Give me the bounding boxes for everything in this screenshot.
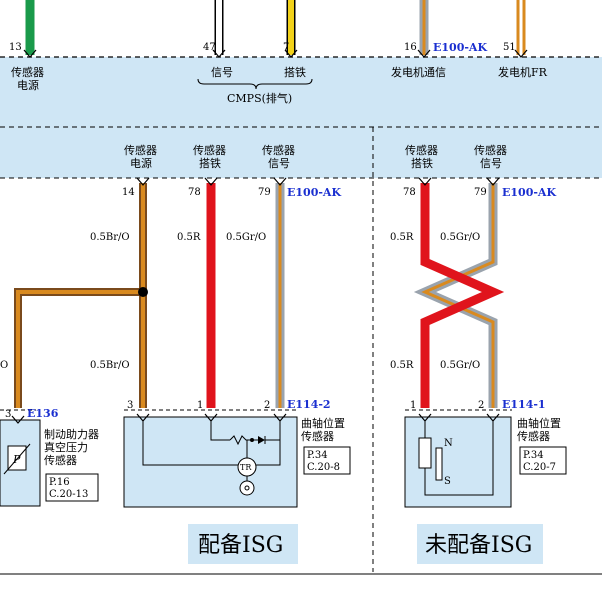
crank-a-name-2: 传感器 [301, 430, 334, 443]
pin-79-b: 79 [474, 187, 487, 198]
wire-r-b-bottom: 0.5R [390, 360, 414, 371]
wires-without-isg [413, 177, 505, 408]
ecu-band [0, 57, 602, 178]
pin-13: 13 [9, 42, 22, 53]
pin-51: 51 [503, 42, 516, 53]
wire-r-a-top: 0.5R [177, 232, 201, 243]
wire-gr-o-b-bottom: 0.5Gr/O [440, 360, 480, 371]
brake-sensor-box: P [0, 409, 41, 507]
conn-e114-1: E114-1 [502, 398, 546, 411]
label-sensor-power-top-2: 电源 [17, 78, 39, 92]
mid-sensor-signal-a-2: 信号 [268, 157, 290, 170]
wire-br-o-a-top: 0.5Br/O [90, 232, 130, 243]
crank-b-name-2: 传感器 [517, 430, 550, 443]
mid-sensor-signal-b-1: 传感器 [474, 144, 507, 157]
crank-b-ref-conn: C.20-7 [523, 462, 556, 473]
mid-sensor-power-1: 传感器 [124, 144, 157, 157]
crank-b-name-1: 曲轴位置 [517, 416, 561, 430]
label-gen-fr: 发电机FR [498, 65, 548, 79]
wires-with-isg [14, 177, 287, 408]
crank-a-ref-box [303, 446, 351, 475]
crank-b-pin-1: 1 [410, 400, 416, 411]
pin-78-a: 78 [188, 187, 201, 198]
mid-sensor-power-2: 电源 [130, 156, 152, 170]
brake-pin-3: 3 [5, 409, 11, 420]
conn-e100-ak-b: E100-AK [502, 186, 556, 199]
cmps-brace [197, 78, 313, 90]
brake-name-1: 制动助力器 [44, 427, 99, 441]
brake-name-2: 真空压力 [44, 440, 88, 454]
mid-sensor-ground-b-1: 传感器 [405, 144, 438, 157]
crank-a-pin-3: 3 [127, 400, 133, 411]
pin-47: 47 [203, 42, 216, 53]
brake-ref-box [45, 473, 99, 502]
mid-sensor-ground-a-1: 传感器 [193, 144, 226, 157]
wire-gr-o-b-top: 0.5Gr/O [440, 232, 480, 243]
with-isg-label: 配备ISG [198, 533, 283, 558]
crank-sensor-b-box [404, 409, 512, 508]
top-wires [23, 0, 528, 58]
label-gen-comm: 发电机通信 [391, 65, 446, 79]
crank-a-pin-1: 1 [197, 400, 203, 411]
crank-a-name-1: 曲轴位置 [301, 416, 345, 430]
without-isg-label-bg [417, 524, 543, 564]
mid-sensor-signal-a-1: 传感器 [262, 144, 295, 157]
pin-79-a: 79 [258, 187, 271, 198]
label-sensor-power-top-1: 传感器 [11, 66, 44, 79]
crank-a-ref-conn: C.20-8 [307, 462, 340, 473]
conn-e100-ak-a: E100-AK [287, 186, 341, 199]
label-ground-top: 搭铁 [284, 66, 306, 79]
brake-ref-conn: C.20-13 [49, 489, 88, 500]
mid-sensor-ground-b-2: 搭铁 [411, 157, 433, 170]
crank-sensor-a-box [123, 409, 298, 508]
mid-sensor-ground-a-2: 搭铁 [199, 157, 221, 170]
tr-label: TR [240, 463, 252, 472]
mid-sensor-signal-b-2: 信号 [480, 157, 502, 170]
conn-e100-ak-top: E100-AK [433, 41, 487, 54]
pin-78-b: 78 [403, 187, 416, 198]
crank-b-pin-2: 2 [478, 400, 484, 411]
wire-r-b-top: 0.5R [390, 232, 414, 243]
with-isg-label-bg [188, 524, 298, 564]
crank-a-pin-2: 2 [264, 400, 270, 411]
cmps-label: CMPS(排气) [227, 91, 292, 105]
pin-16: 16 [404, 42, 417, 53]
label-signal-top: 信号 [211, 66, 233, 79]
conn-e114-2: E114-2 [287, 398, 331, 411]
wire-o-cut: O [0, 360, 8, 371]
pin-14: 14 [122, 187, 135, 198]
magnet-s: S [444, 476, 451, 487]
wire-br-o-a-bottom: 0.5Br/O [90, 360, 130, 371]
pin-7: 7 [283, 42, 289, 53]
crank-b-ref-page: P.34 [523, 450, 544, 461]
conn-e136: E136 [27, 407, 59, 420]
crank-a-ref-page: P.34 [307, 450, 328, 461]
brake-name-3: 传感器 [44, 454, 77, 467]
without-isg-label: 未配备ISG [425, 533, 532, 558]
brake-ref-page: P.16 [49, 477, 70, 488]
crank-b-ref-box [519, 446, 567, 475]
wire-gr-o-a-top: 0.5Gr/O [226, 232, 266, 243]
magnet-n: N [444, 438, 453, 449]
